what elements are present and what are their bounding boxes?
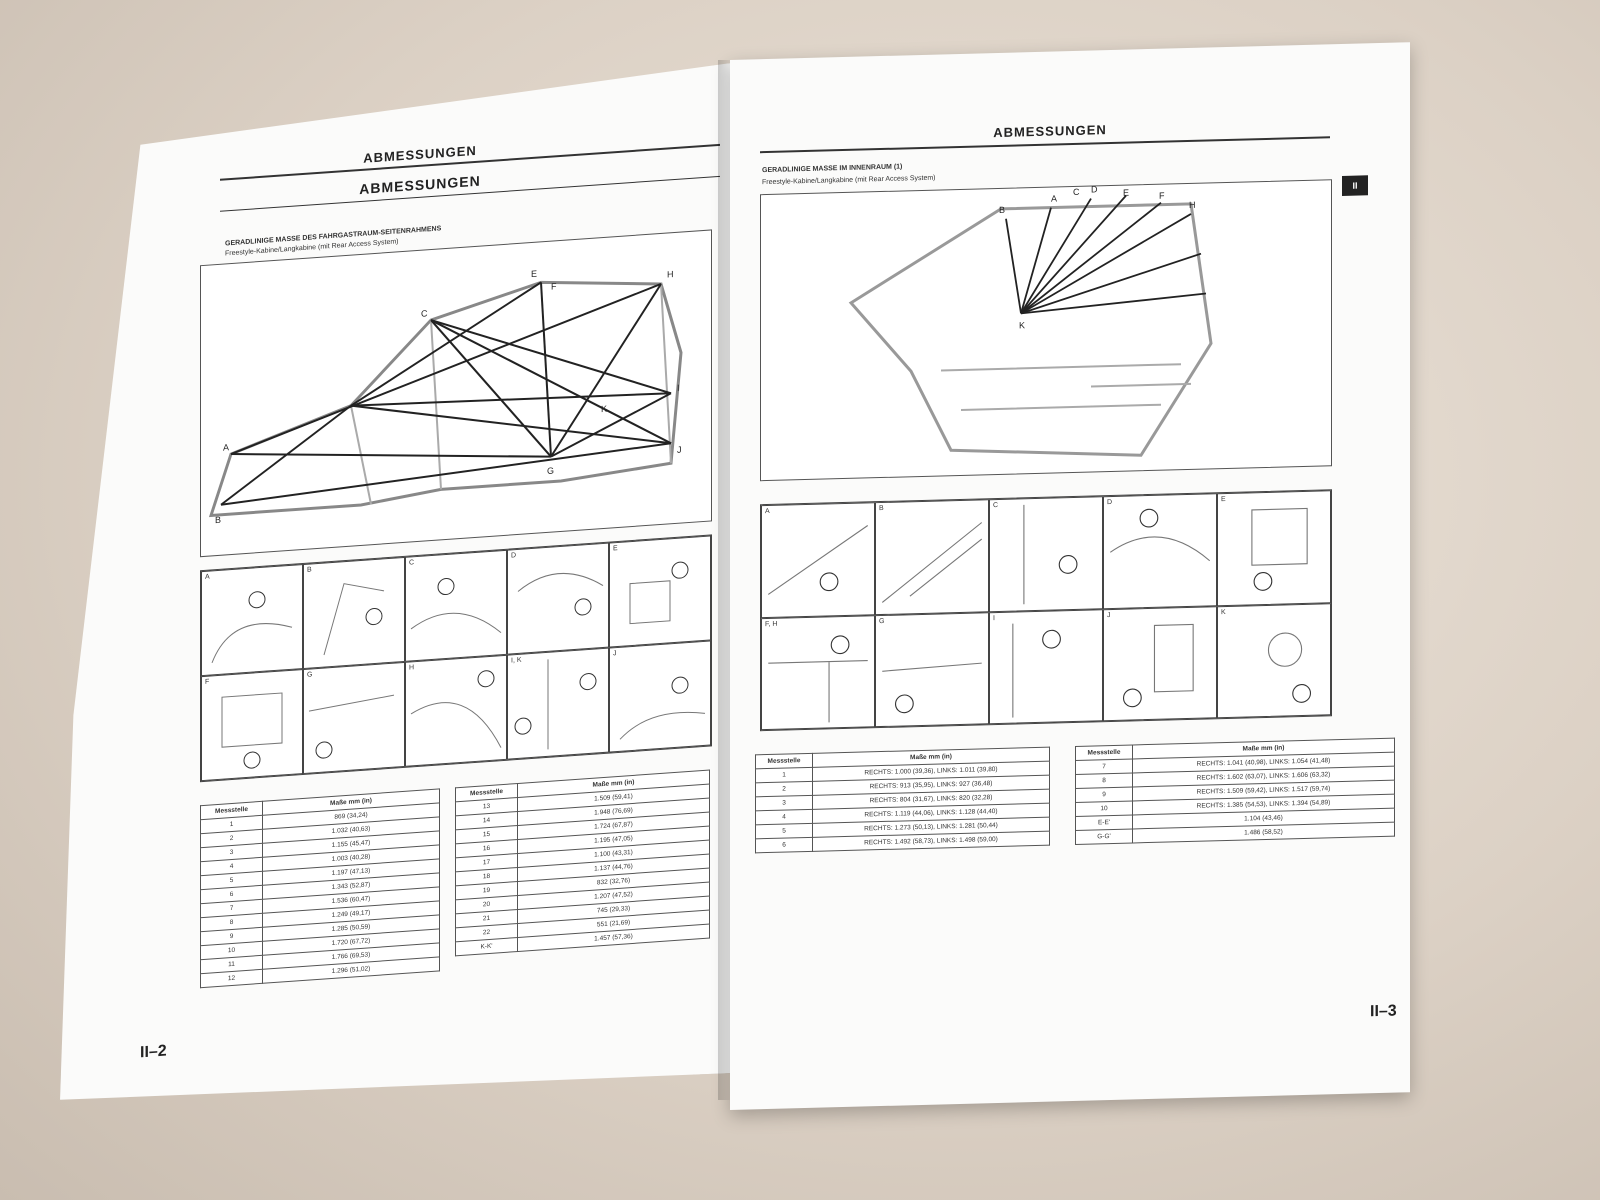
- side-frame-diagram: A B C E F G H I J K: [200, 229, 712, 557]
- detail-cell-d: D: [1103, 493, 1217, 609]
- point-label-f: F: [1159, 191, 1165, 201]
- col-header-messstelle: Messstelle: [1075, 744, 1133, 761]
- point-label-e: E: [531, 269, 537, 279]
- detail-cell-j: J: [609, 640, 711, 752]
- right-page: ABMESSUNGEN GERADLINIGE MASSE IM INNENRA…: [730, 42, 1410, 1110]
- point-label-e: E: [1123, 188, 1129, 198]
- interior-diagram: A B C D E F H K: [760, 179, 1332, 482]
- detail-cell-a: A: [201, 564, 303, 676]
- detail-cell-b: B: [303, 557, 405, 669]
- right-header-rule: [760, 136, 1330, 154]
- detail-cell-k: K: [1217, 602, 1331, 719]
- detail-cell-g: G: [303, 662, 405, 774]
- interior-drawing: A B C D E F H K: [848, 184, 1213, 457]
- point-label-b: B: [215, 515, 221, 525]
- detail-cell-j: J: [1103, 605, 1217, 722]
- detail-cell-b: B: [875, 499, 989, 615]
- point-label-h: H: [1189, 200, 1195, 210]
- left-page: ABMESSUNGEN ABMESSUNGEN GERADLINIGE MASS…: [60, 63, 730, 1120]
- right-section-title: GERADLINIGE MASSE IM INNENRAUM (1): [762, 163, 903, 175]
- right-page-header: ABMESSUNGEN: [993, 122, 1107, 141]
- col-header-messstelle: Messstelle: [755, 753, 813, 769]
- point-label-j: J: [677, 445, 681, 455]
- side-frame-drawing: A B C E F G H I J K: [201, 230, 711, 556]
- point-label-c: C: [1073, 187, 1080, 197]
- detail-cell-f: F: [201, 669, 303, 781]
- right-section-subtitle: Freestyle-Kabine/Langkabine (mit Rear Ac…: [762, 174, 936, 187]
- point-label-b: B: [999, 205, 1005, 215]
- point-label-g: G: [547, 465, 554, 475]
- left-detail-grid: A B C D E F G H I, K J: [200, 534, 712, 782]
- point-label-f: F: [551, 281, 557, 291]
- point-label-a: A: [1051, 193, 1057, 203]
- detail-cell-i-k: I, K: [507, 648, 609, 760]
- detail-cell-f-h: F, H: [761, 614, 875, 731]
- detail-cell-c: C: [989, 496, 1103, 612]
- point-label-a: A: [223, 442, 229, 452]
- point-label-d: D: [1091, 184, 1098, 194]
- right-detail-grid: A B C D E F, H G I J K: [760, 489, 1332, 732]
- point-label-h: H: [667, 269, 673, 279]
- detail-cell-e: E: [609, 535, 711, 647]
- section-tab-marker: II: [1342, 175, 1368, 196]
- detail-cell-a: A: [761, 502, 875, 618]
- detail-cell-h: H: [405, 655, 507, 767]
- point-label-c: C: [421, 308, 428, 318]
- left-page-number: II–2: [140, 1042, 167, 1062]
- point-label-i: I: [677, 383, 680, 393]
- point-label-k: K: [1019, 320, 1025, 330]
- detail-cell-e: E: [1217, 490, 1331, 606]
- detail-cell-i: I: [989, 608, 1103, 725]
- right-page-number: II–3: [1370, 1002, 1397, 1021]
- detail-cell-d: D: [507, 543, 609, 655]
- detail-cell-c: C: [405, 550, 507, 662]
- detail-cell-g: G: [875, 611, 989, 728]
- point-label-k: K: [601, 404, 607, 414]
